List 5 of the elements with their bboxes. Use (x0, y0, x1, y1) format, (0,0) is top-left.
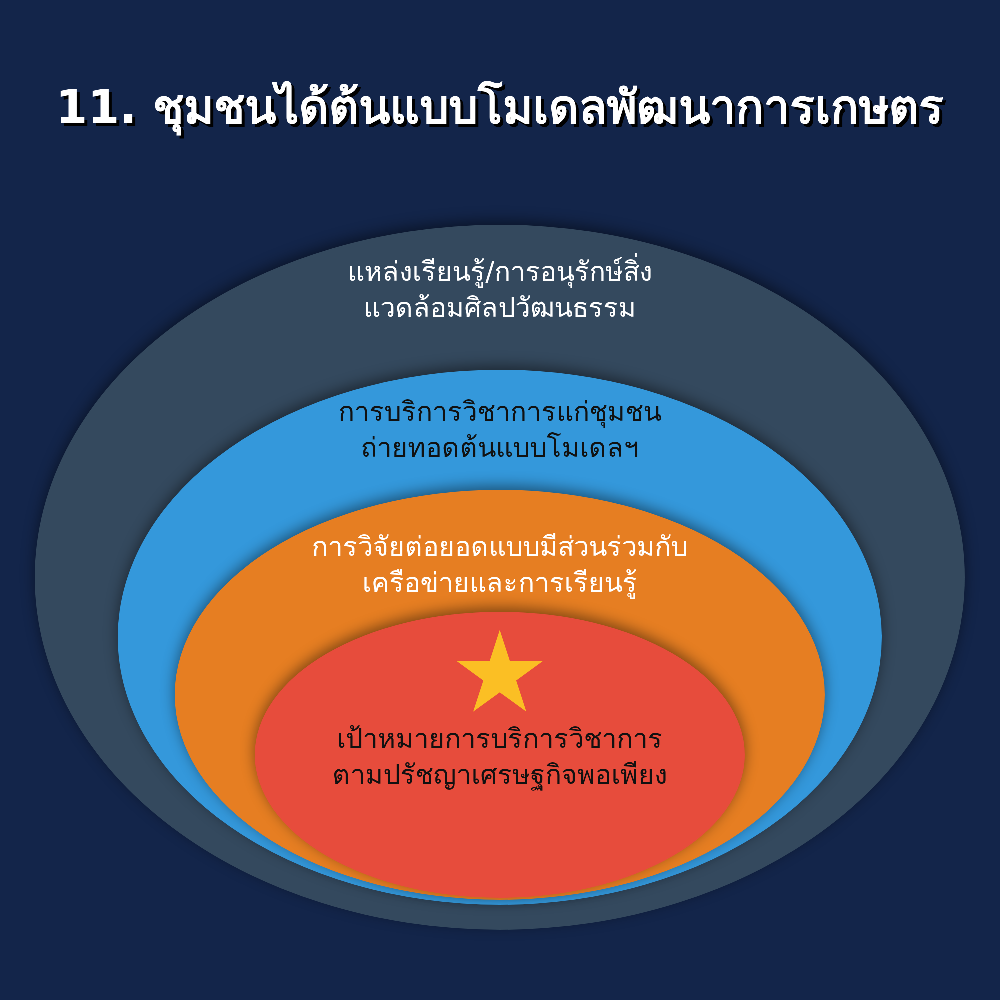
band-label: แหล่งเรียนรู้/การอนุรักษ์สิ่งแวดล้อมศิลปวัฒนธรรม (340, 255, 660, 327)
band-label: การบริการวิชาการแก่ชุมชนถ่ายทอดต้นแบบโมเดลฯ (338, 396, 662, 466)
band-label: การวิจัยต่อยอดแบบมีส่วนร่วมกับเครือข่ายและการเรียนรู้ (311, 531, 689, 601)
band-label: เป้าหมายการบริการวิชาการตามปรัชญาเศรษฐกิจพอเพียง (332, 723, 668, 793)
title: 11. ชุมชนได้ต้นแบบโมเดลพัฒนาการเกษตร (54, 79, 946, 138)
